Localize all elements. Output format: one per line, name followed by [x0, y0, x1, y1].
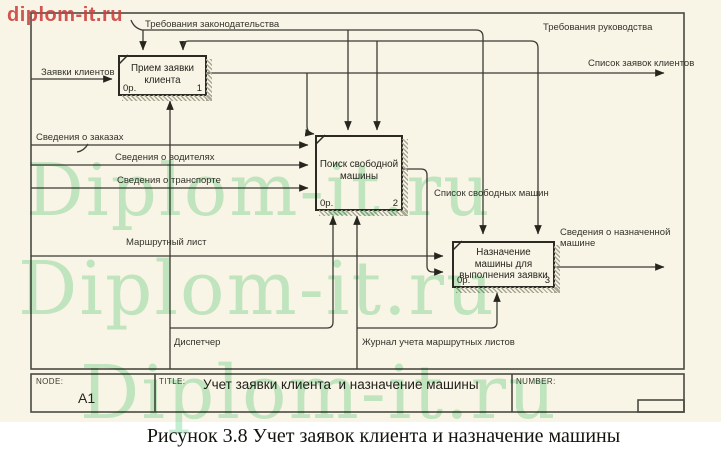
arrow-label-free-cars-list: Список свободных машин [434, 188, 549, 199]
process-box-2-number: 2 [392, 198, 398, 209]
process-box-2-label: Поиск свободной машины [319, 159, 399, 182]
arrow-label-driver-info: Сведения о водителях [115, 152, 215, 163]
arrow-label-dispatcher: Диспетчер [174, 337, 221, 348]
number-label: NUMBER: [516, 377, 556, 386]
process-box-2-cost: 0р. [320, 198, 334, 209]
idef0-arrows [31, 19, 665, 369]
title-label: TITLE: [159, 377, 186, 386]
process-box-3-number: 3 [544, 275, 550, 286]
watermark-red-logo: diplom-it.ru [7, 4, 123, 26]
node-value: A1 [78, 390, 96, 406]
process-box-3-cost: 0р. [457, 275, 471, 286]
process-box-1-cost: 0р. [123, 83, 137, 94]
figure-caption: Рисунок 3.8 Учет заявок клиента и назнач… [146, 425, 621, 447]
arrow-label-assigned-car-info: Сведения о назначенной машине [560, 227, 671, 249]
node-label: NODE: [36, 377, 64, 386]
process-box-2: Поиск свободной машины 0р. 2 [315, 135, 408, 216]
process-box-1: Прием заявки клиента 0р. 1 [118, 55, 212, 101]
arrow-label-client-requests: Заявки клиентов [41, 67, 115, 78]
arrow-label-transport-info: Сведения о транспорте [117, 175, 221, 186]
arrow-label-route-sheet: Маршрутный лист [126, 237, 207, 248]
arrow-label-route-log: Журнал учета маршрутных листов [362, 337, 515, 348]
title-value: Учет заявки клиента и назначение машины [203, 377, 479, 392]
arrow-label-order-info: Сведения о заказах [36, 132, 124, 143]
arrow-label-law-requirements: Требования законодательства [145, 19, 280, 30]
process-box-1-label: Прием заявки клиента [130, 63, 195, 86]
process-box-1-number: 1 [196, 83, 202, 94]
arrow-label-request-list: Список заявок клиентов [588, 58, 695, 69]
arrow-label-management-requirements: Требования руководства [543, 22, 653, 33]
process-box-3: Назначение машины для выполнения заявки … [452, 241, 560, 293]
process-box-3-label: Назначение машины для выполнения заявки [459, 247, 548, 282]
